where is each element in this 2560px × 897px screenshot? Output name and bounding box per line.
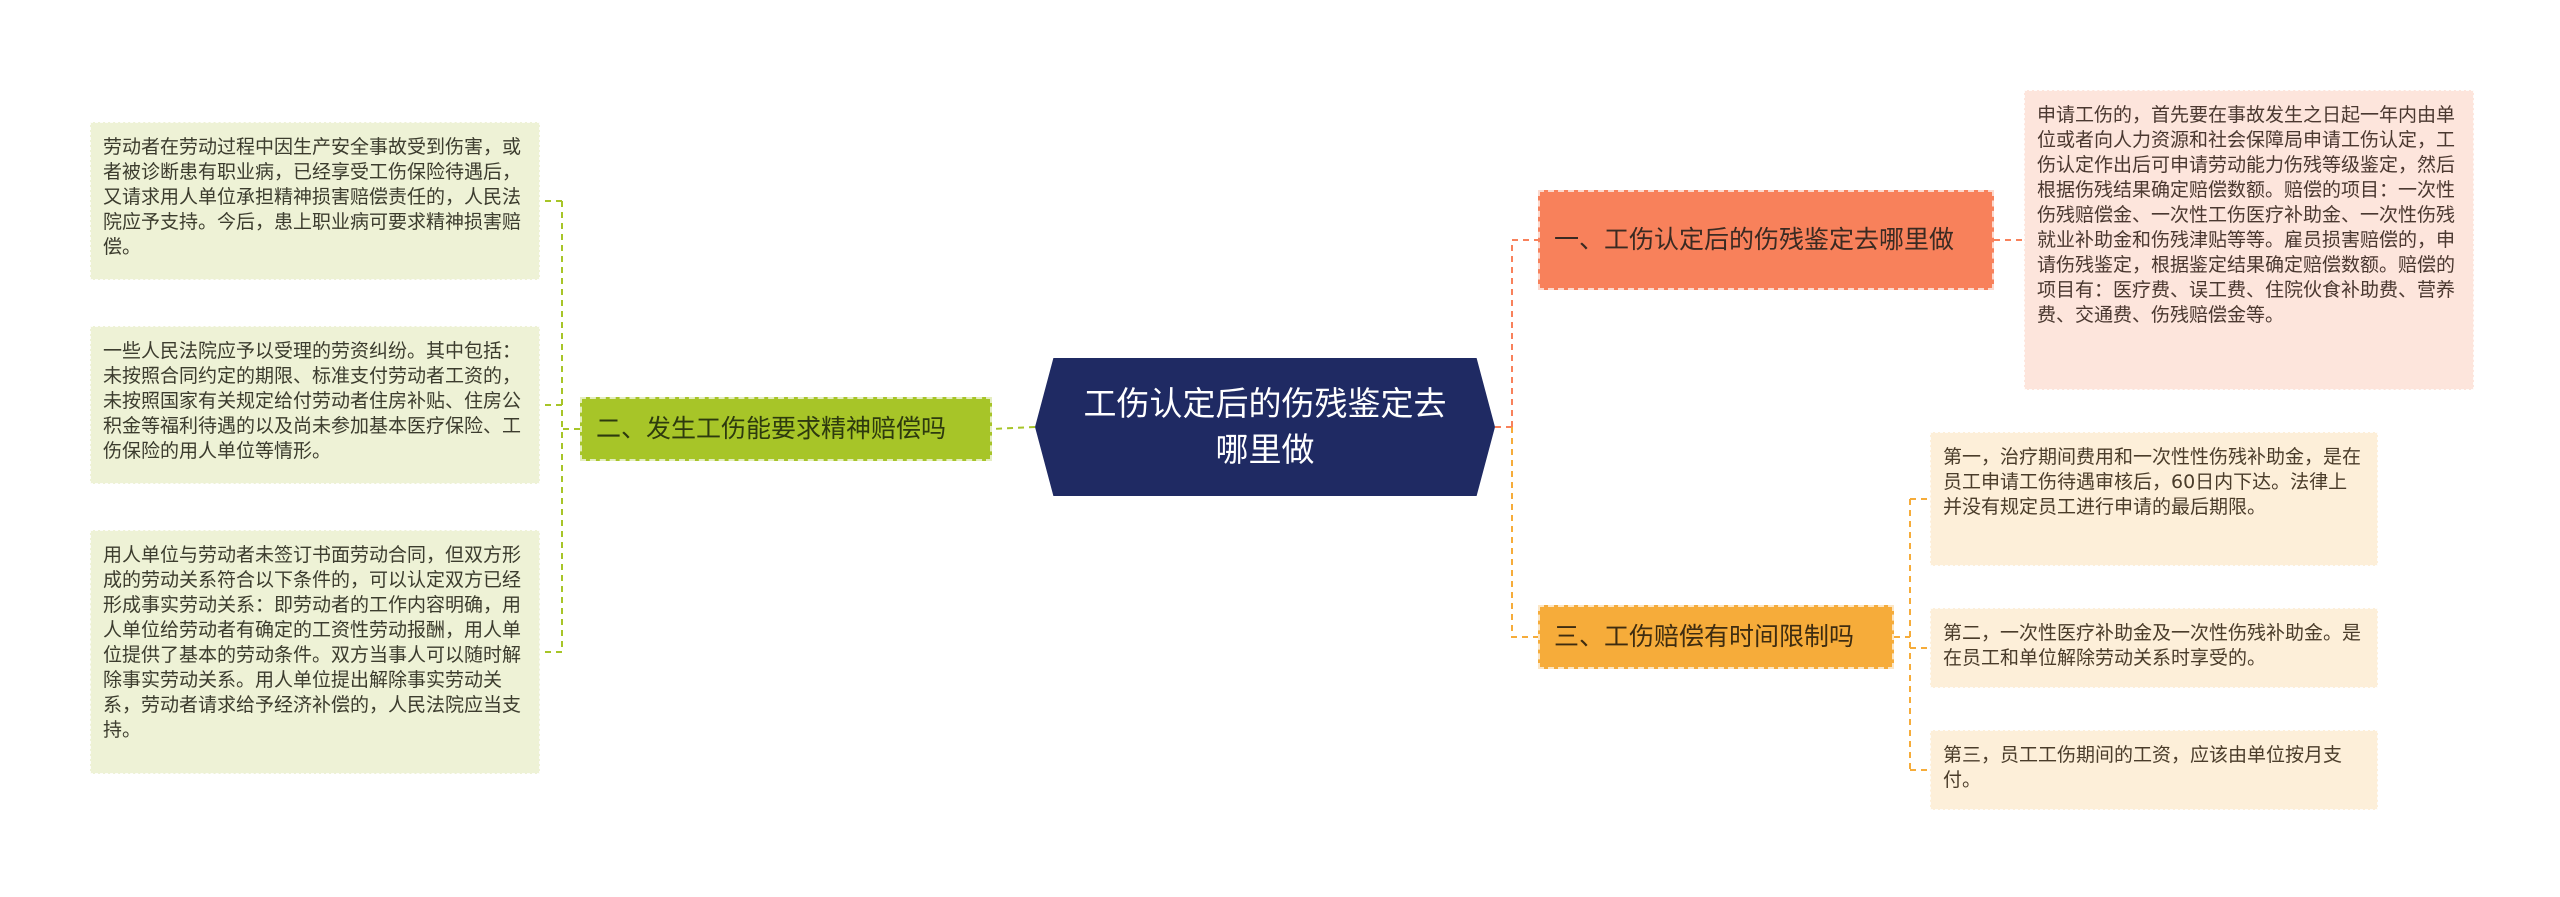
connector-branch1 xyxy=(1511,239,1538,427)
branch-topic-3[interactable]: 三、工伤赔偿有时间限制吗 xyxy=(1538,605,1894,669)
leaf-branch1-1[interactable]: 申请工伤的，首先要在事故发生之日起一年内由单位或者向人力资源和社会保障局申请工伤… xyxy=(2024,90,2474,390)
leaf-text: 第二，一次性医疗补助金及一次性伤残补助金。是在员工和单位解除劳动关系时享受的。 xyxy=(1943,622,2362,669)
leaf-text: 申请工伤的，首先要在事故发生之日起一年内由单位或者向人力资源和社会保障局申请工伤… xyxy=(2037,104,2456,326)
leaf-branch2-1[interactable]: 劳动者在劳动过程中因生产安全事故受到伤害，或者被诊断患有职业病，已经享受工伤保险… xyxy=(90,122,540,280)
branch-topic-3-label: 三、工伤赔偿有时间限制吗 xyxy=(1554,622,1855,651)
branch-topic-2[interactable]: 二、发生工伤能要求精神赔偿吗 xyxy=(580,397,992,461)
leaf-text: 第一，治疗期间费用和一次性性伤残补助金，是在员工申请工伤待遇审核后，60日内下达… xyxy=(1943,446,2362,518)
leaf-branch3-2[interactable]: 第二，一次性医疗补助金及一次性伤残补助金。是在员工和单位解除劳动关系时享受的。 xyxy=(1930,608,2378,688)
leaf-text: 用人单位与劳动者未签订书面劳动合同，但双方形成的劳动关系符合以下条件的，可以认定… xyxy=(103,544,522,741)
leaf-text: 一些人民法院应予以受理的劳资纠纷。其中包括：未按照合同约定的期限、标准支付劳动者… xyxy=(103,340,522,462)
branch-topic-2-label: 二、发生工伤能要求精神赔偿吗 xyxy=(596,414,947,443)
central-topic[interactable]: 工伤认定后的伤残鉴定去哪里做 xyxy=(1035,358,1495,496)
branch-topic-1-label: 一、工伤认定后的伤残鉴定去哪里做 xyxy=(1554,225,1955,254)
leaf-branch2-2[interactable]: 一些人民法院应予以受理的劳资纠纷。其中包括：未按照合同约定的期限、标准支付劳动者… xyxy=(90,326,540,484)
leaf-branch3-1[interactable]: 第一，治疗期间费用和一次性性伤残补助金，是在员工申请工伤待遇审核后，60日内下达… xyxy=(1930,432,2378,566)
leaf-branch3-3[interactable]: 第三，员工工伤期间的工资，应该由单位按月支付。 xyxy=(1930,730,2378,810)
leaf-text: 第三，员工工伤期间的工资，应该由单位按月支付。 xyxy=(1943,744,2343,791)
connector-branch3 xyxy=(1511,427,1538,638)
leaf-text: 劳动者在劳动过程中因生产安全事故受到伤害，或者被诊断患有职业病，已经享受工伤保险… xyxy=(103,136,522,258)
branch-topic-1[interactable]: 一、工伤认定后的伤残鉴定去哪里做 xyxy=(1538,190,1994,290)
leaf-branch2-3[interactable]: 用人单位与劳动者未签订书面劳动合同，但双方形成的劳动关系符合以下条件的，可以认定… xyxy=(90,530,540,774)
connector-central-branch2 xyxy=(991,426,1036,430)
central-topic-label: 工伤认定后的伤残鉴定去哪里做 xyxy=(1083,384,1447,469)
